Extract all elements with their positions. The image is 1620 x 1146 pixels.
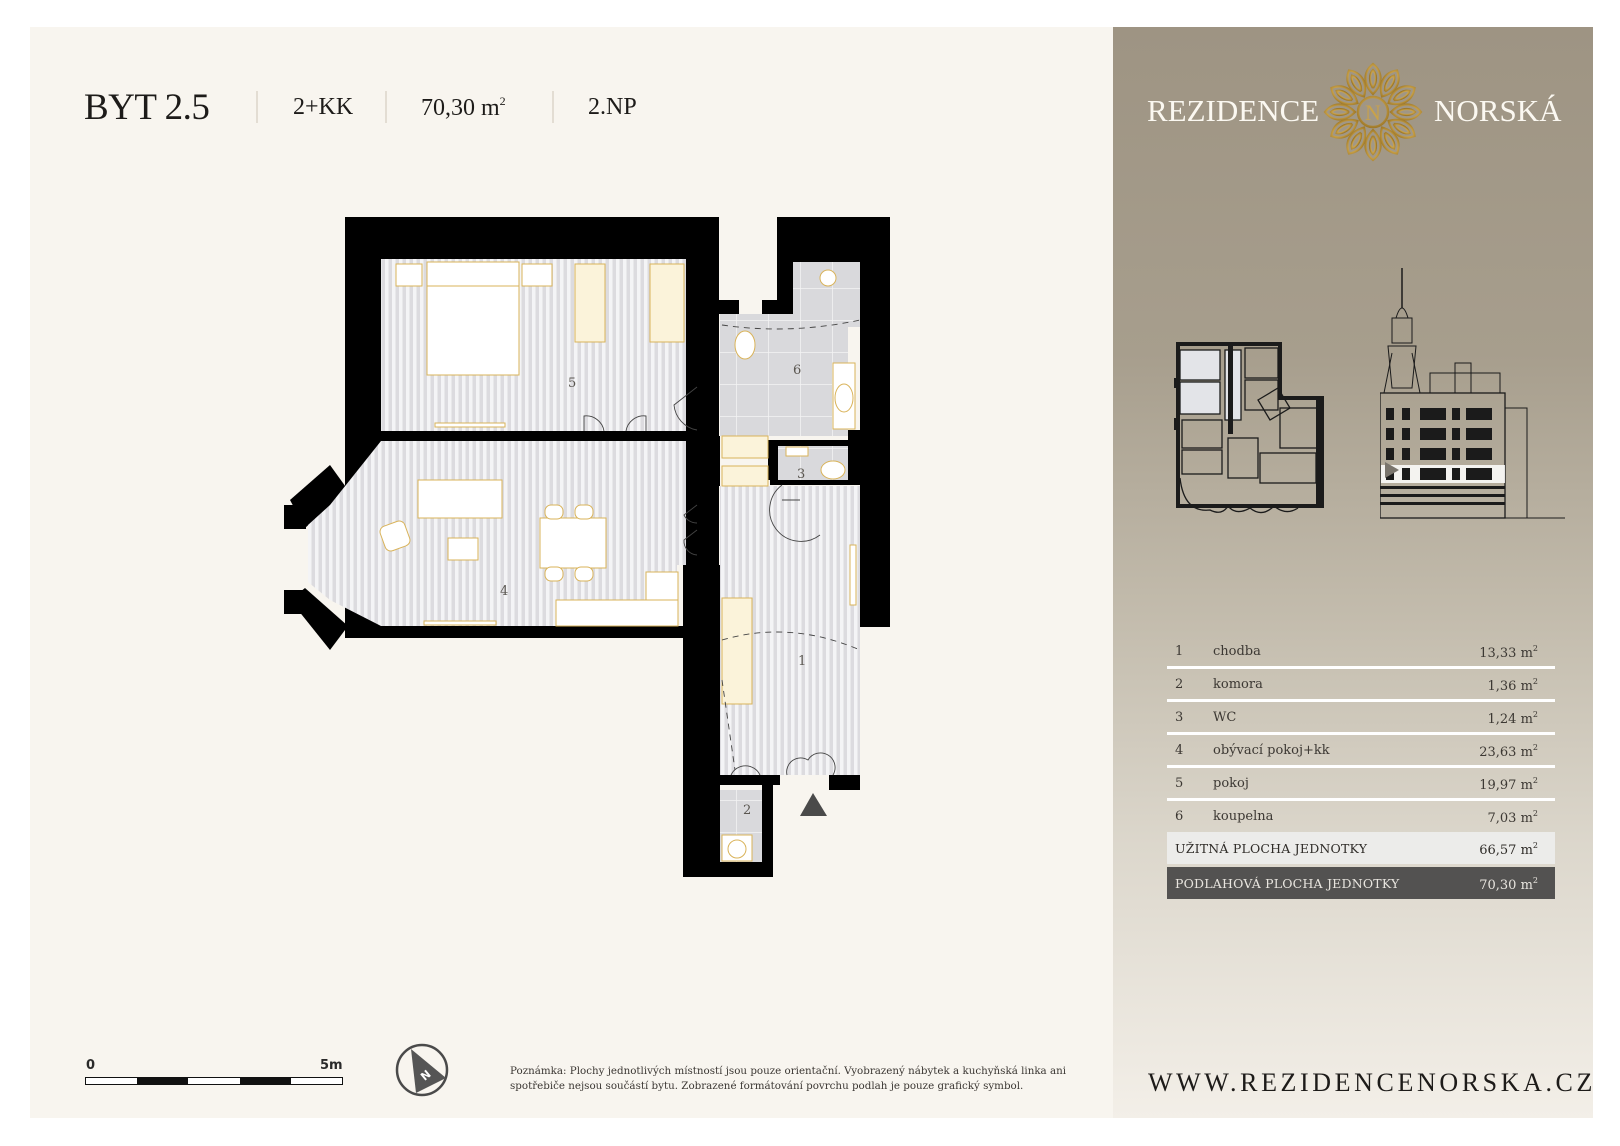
scale-start-label: 0 — [86, 1058, 96, 1073]
floor-area-row: PODLAHOVÁ PLOCHA JEDNOTKY 70,30 m2 — [1167, 867, 1555, 899]
room-area-value: 7,03 m — [1487, 811, 1533, 826]
table-row: 1 chodba 13,33 m2 — [1167, 636, 1555, 669]
unit-sup: 2 — [1532, 809, 1538, 818]
unit-area-sup: 2 — [499, 94, 506, 108]
header-divider — [552, 91, 554, 123]
room-number: 2 — [1175, 677, 1184, 692]
unit-title: BYT 2.5 — [84, 87, 210, 128]
unit-sup: 2 — [1532, 677, 1538, 686]
disclaimer-note: Poznámka: Plochy jednotlivých místností … — [510, 1065, 1067, 1092]
floor-area: 70,30 m2 — [1479, 876, 1538, 893]
unit-floor: 2.NP — [588, 94, 637, 120]
room-number: 3 — [1175, 710, 1184, 725]
room-area-table: 1 chodba 13,33 m2 2 komora 1,36 m2 3 WC … — [1167, 636, 1555, 899]
unit-sup: 2 — [1532, 841, 1538, 850]
room-label-1: 1 — [798, 654, 806, 669]
room-area-value: 19,97 m — [1479, 778, 1533, 793]
building-floor-thumbnail — [1174, 342, 1324, 514]
table-row: 6 koupelna 7,03 m2 — [1167, 801, 1555, 832]
usable-area-row: UŽITNÁ PLOCHA JEDNOTKY 66,57 m2 — [1167, 832, 1555, 864]
room-area: 19,97 m2 — [1479, 776, 1538, 793]
scale-bar — [85, 1077, 343, 1085]
room-area: 7,03 m2 — [1488, 809, 1539, 826]
table-row: 3 WC 1,24 m2 — [1167, 702, 1555, 735]
gold-emblem-icon: N — [1323, 62, 1423, 162]
entrance-triangle-icon — [800, 793, 827, 816]
room-name: koupelna — [1213, 809, 1274, 824]
building-facade-thumbnail — [1380, 268, 1565, 519]
room-name: WC — [1213, 710, 1237, 725]
unit-sup: 2 — [1532, 644, 1538, 653]
room-area: 1,24 m2 — [1488, 710, 1539, 727]
room-label-4: 4 — [500, 584, 508, 599]
usable-area-value: 66,57 m — [1479, 843, 1533, 858]
room-number: 1 — [1175, 644, 1184, 659]
room-area-value: 1,24 m — [1487, 712, 1533, 727]
apartment-floor-plan: 5 4 6 3 1 2 — [284, 217, 890, 877]
unit-sup: 2 — [1532, 743, 1538, 752]
brand-panel — [1113, 27, 1593, 1118]
floor-pointer-icon — [1385, 462, 1399, 478]
brand-word-left: REZIDENCE — [1147, 93, 1320, 128]
room-label-5: 5 — [568, 376, 576, 391]
header-divider — [256, 91, 258, 123]
unit-sup: 2 — [1532, 876, 1538, 885]
usable-area: 66,57 m2 — [1479, 841, 1538, 858]
unit-sup: 2 — [1532, 776, 1538, 785]
north-arrow-icon: N — [395, 1043, 449, 1097]
room-name: pokoj — [1213, 776, 1249, 791]
room-area-value: 23,63 m — [1479, 745, 1533, 760]
unit-layout: 2+KK — [293, 94, 354, 120]
header-divider — [385, 91, 387, 123]
unit-area: 70,30 m2 — [421, 94, 506, 122]
floor-area-label: PODLAHOVÁ PLOCHA JEDNOTKY — [1175, 876, 1400, 891]
room-name: chodba — [1213, 644, 1261, 659]
room-label-6: 6 — [793, 363, 801, 378]
floor-area-value: 70,30 m — [1479, 878, 1533, 893]
room-number: 5 — [1175, 776, 1184, 791]
unit-area-value: 70,30 m — [421, 95, 500, 121]
table-row: 4 obývací pokoj+kk 23,63 m2 — [1167, 735, 1555, 768]
room-area: 1,36 m2 — [1488, 677, 1539, 694]
room-area-value: 13,33 m — [1479, 646, 1533, 661]
room-area-value: 1,36 m — [1487, 679, 1533, 694]
room-4-floor — [308, 441, 686, 626]
unit-sup: 2 — [1532, 710, 1538, 719]
usable-area-label: UŽITNÁ PLOCHA JEDNOTKY — [1175, 841, 1368, 856]
room-area: 13,33 m2 — [1479, 644, 1538, 661]
room-label-3: 3 — [797, 467, 805, 482]
table-row: 2 komora 1,36 m2 — [1167, 669, 1555, 702]
website-link[interactable]: WWW.REZIDENCENORSKA.CZ — [1148, 1068, 1596, 1097]
room-label-2: 2 — [743, 803, 751, 818]
emblem-letter: N — [1365, 100, 1381, 125]
room-name: komora — [1213, 677, 1263, 692]
brand-word-right: NORSKÁ — [1434, 93, 1562, 128]
room-6-floor — [720, 314, 848, 436]
room-area: 23,63 m2 — [1479, 743, 1538, 760]
room-number: 4 — [1175, 743, 1184, 758]
room-number: 6 — [1175, 809, 1184, 824]
scale-end-label: 5m — [320, 1058, 343, 1073]
room-name: obývací pokoj+kk — [1213, 743, 1330, 758]
table-row: 5 pokoj 19,97 m2 — [1167, 768, 1555, 801]
